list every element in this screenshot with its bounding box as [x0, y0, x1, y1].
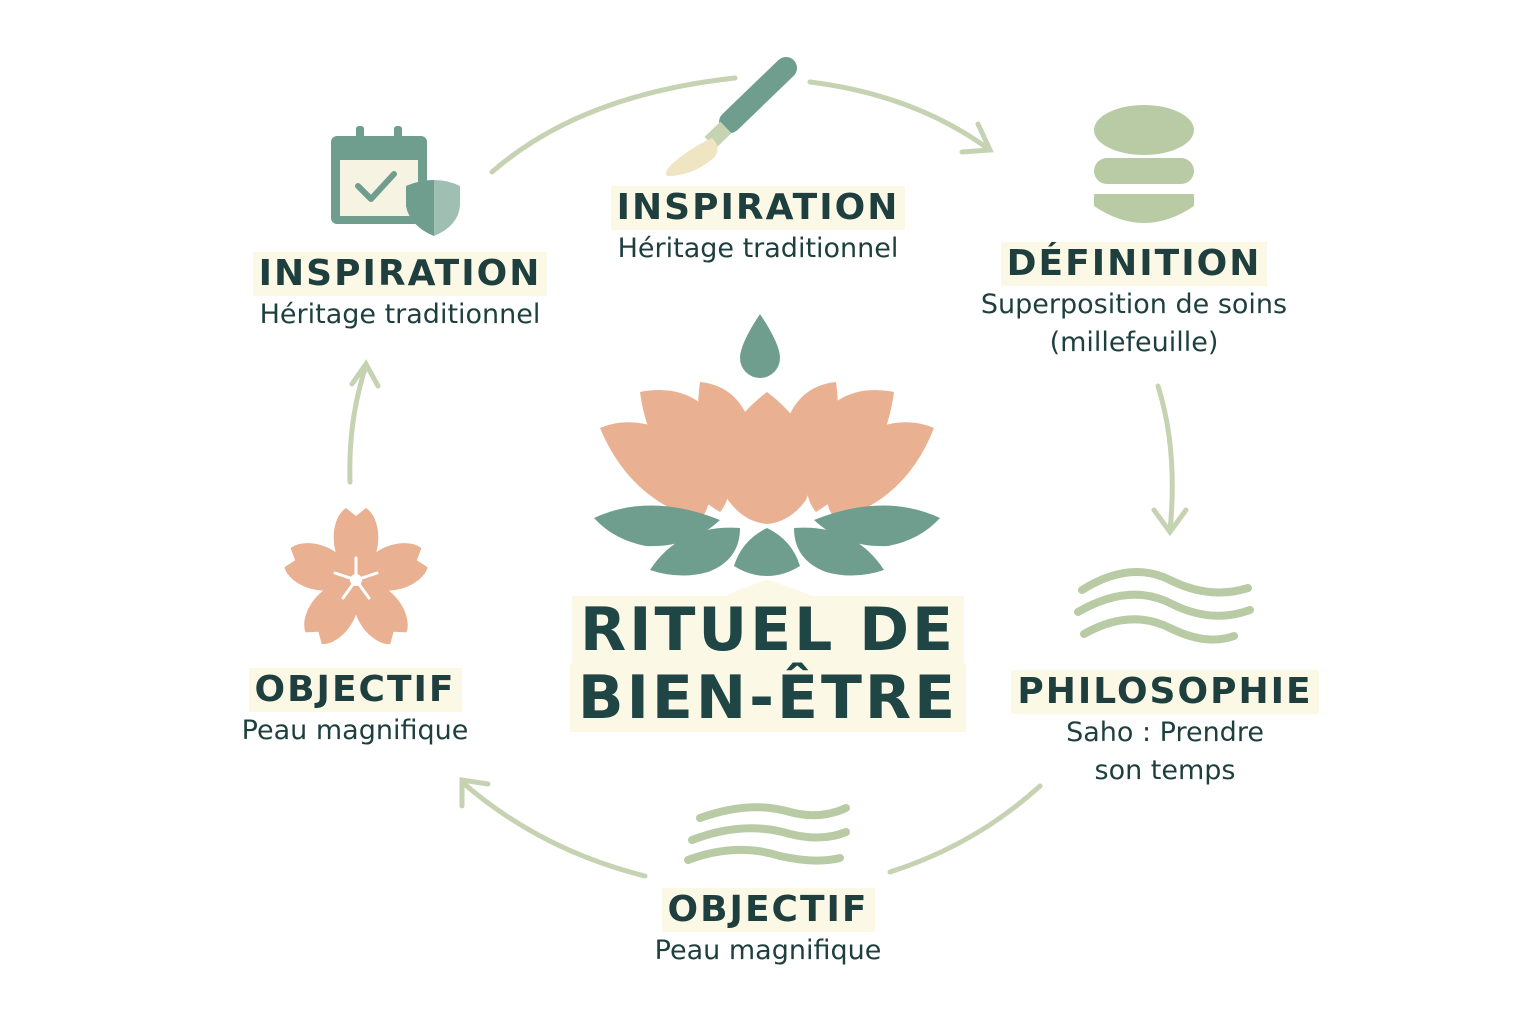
center-title-line1: RITUEL DE	[571, 596, 965, 664]
arrowhead-right	[1151, 507, 1189, 537]
node-subtitle: Héritage traditionnel	[617, 233, 899, 264]
arrow-bottom-to-left	[459, 779, 648, 879]
node-subtitle: Peau magnifique	[241, 715, 469, 746]
node-left: OBJECTIF Peau magnifique	[170, 668, 540, 750]
waves-icon	[684, 803, 850, 865]
cherry-blossom-icon	[284, 508, 428, 645]
node-title: DÉFINITION	[1000, 242, 1268, 286]
node-subtitle-line2: son temps	[1094, 755, 1236, 786]
node-title: PHILOSOPHIE	[1011, 670, 1319, 714]
node-title: OBJECTIF	[661, 888, 875, 932]
node-subtitle: Peau magnifique	[654, 935, 882, 966]
arrow-right-to-bottom	[887, 783, 1043, 875]
node-title: INSPIRATION	[252, 252, 548, 296]
center-title: RITUEL DE BIEN-ÊTRE	[568, 596, 968, 732]
arrowhead-topleft	[349, 359, 381, 389]
node-subtitle-line2: (millefeuille)	[1049, 327, 1219, 358]
node-bottom: OBJECTIF Peau magnifique	[578, 888, 958, 970]
node-right: PHILOSOPHIE Saho : Prendre son temps	[980, 670, 1350, 790]
node-top-right: DÉFINITION Superposition de soins (mille…	[944, 242, 1324, 362]
node-top-left: INSPIRATION Héritage traditionnel	[210, 252, 590, 334]
waves-icon	[1074, 568, 1254, 644]
layers-stack-icon	[1094, 105, 1194, 223]
arrow-topleft-to-top	[489, 75, 738, 175]
node-subtitle-line1: Superposition de soins	[980, 289, 1288, 320]
arrowhead-left	[459, 777, 491, 809]
arrow-topright-to-right	[1155, 383, 1175, 533]
node-top: INSPIRATION Héritage traditionnel	[568, 186, 948, 268]
arrowhead-topright	[959, 121, 994, 155]
arrow-top-to-topright	[807, 79, 993, 153]
calendar-shield-icon	[331, 126, 460, 236]
node-subtitle: Héritage traditionnel	[259, 299, 541, 330]
node-title: INSPIRATION	[610, 186, 906, 230]
paintbrush-icon	[665, 57, 797, 176]
center-title-line2: BIEN-ÊTRE	[569, 664, 967, 732]
node-title: OBJECTIF	[248, 668, 462, 712]
arrow-left-to-topleft	[347, 363, 369, 485]
lotus-icon	[594, 314, 940, 640]
node-subtitle-line1: Saho : Prendre	[1066, 717, 1264, 748]
